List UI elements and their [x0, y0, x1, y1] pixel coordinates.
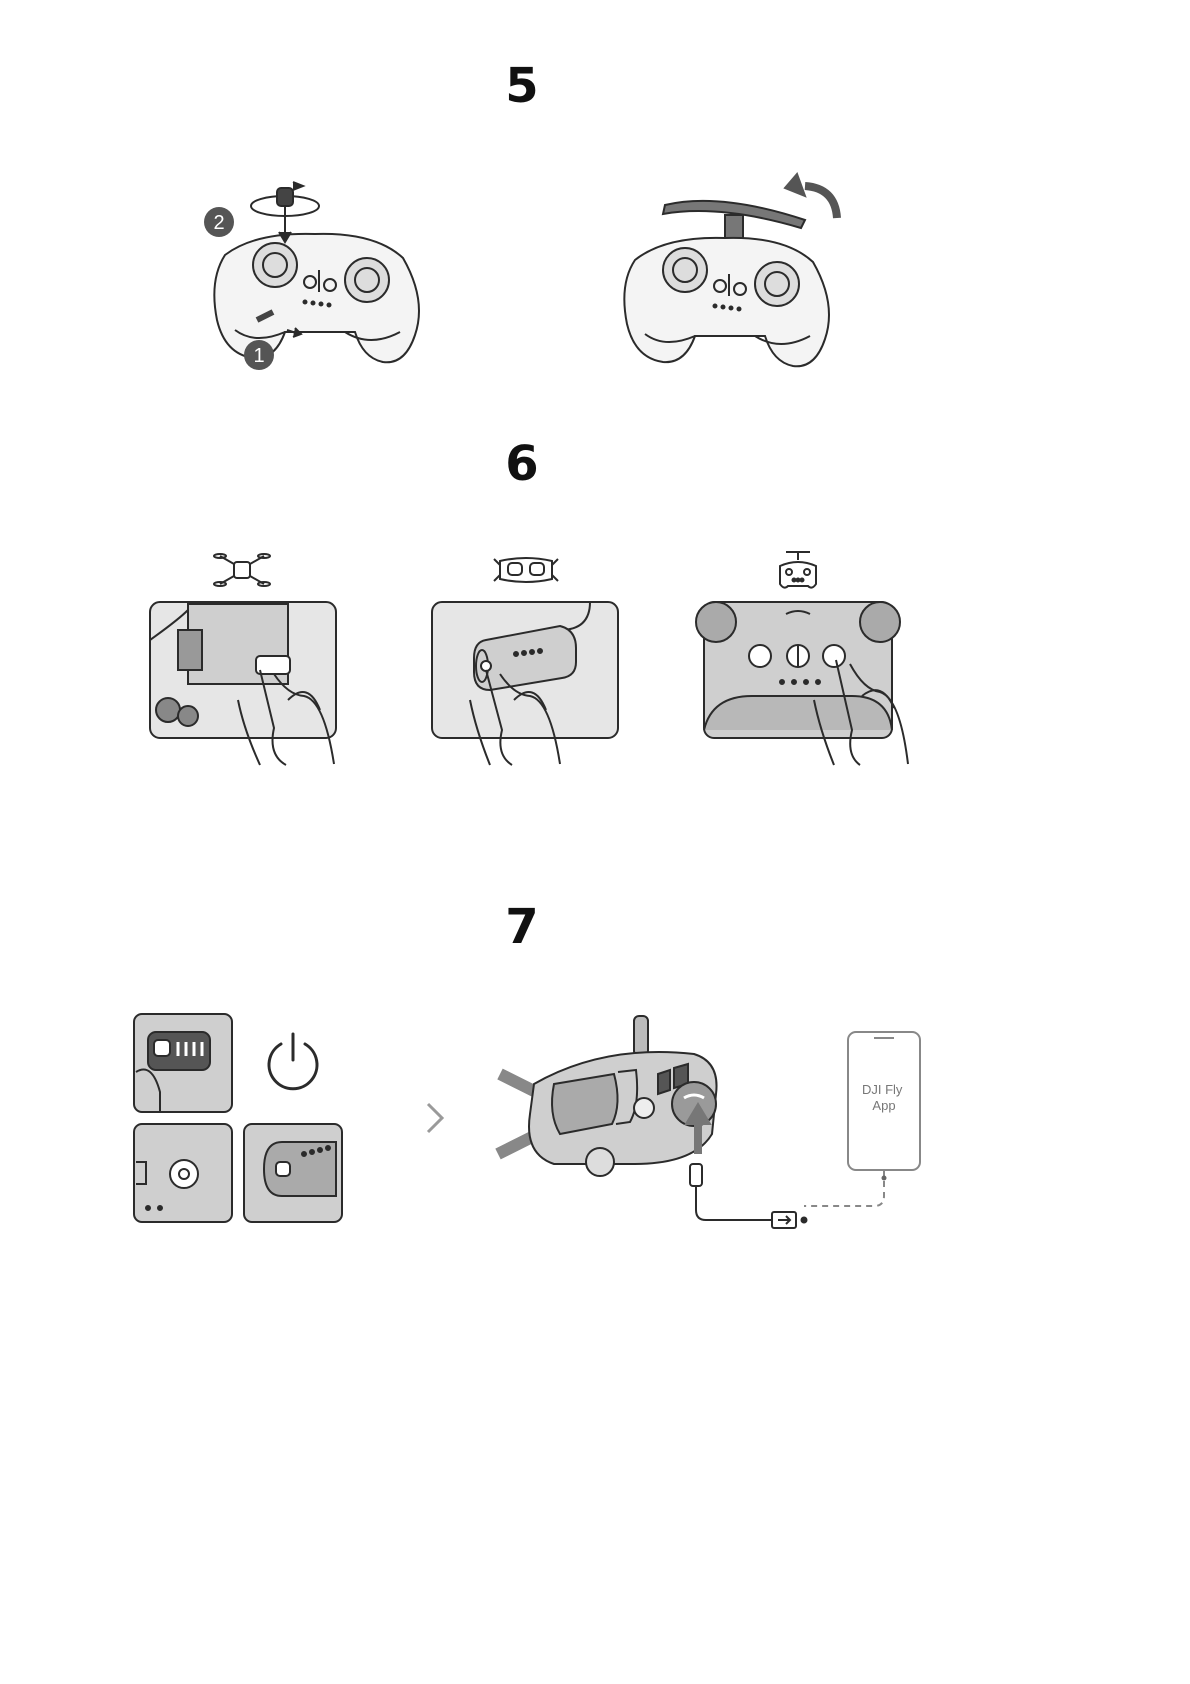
phone-app-label-line2: App	[872, 1098, 895, 1113]
phone-app-label-line1: DJI Fly	[862, 1082, 903, 1097]
power-icon	[262, 1030, 324, 1092]
aircraft-icon	[214, 552, 270, 588]
goggles-battery-button-panel	[430, 600, 640, 765]
step-number-7: 7	[492, 903, 552, 951]
goggles-usb-connection-illustration	[494, 1014, 824, 1234]
remote-controller-icon	[776, 548, 820, 592]
chevron-right-icon	[424, 1100, 448, 1136]
phone-dji-fly-app: DJI Fly App	[800, 1028, 910, 1238]
controller-power-button-panel	[702, 600, 932, 765]
svg-text:1: 1	[253, 345, 264, 367]
controller-install-sticks-illustration: 2 1	[195, 170, 435, 400]
svg-text:2: 2	[213, 212, 224, 234]
step-number-6: 6	[492, 440, 552, 488]
goggles-icon	[494, 553, 558, 587]
step-number-5: 5	[492, 62, 552, 110]
aircraft-power-button-panel	[148, 600, 358, 765]
controller-unfold-antenna-illustration	[605, 170, 865, 400]
